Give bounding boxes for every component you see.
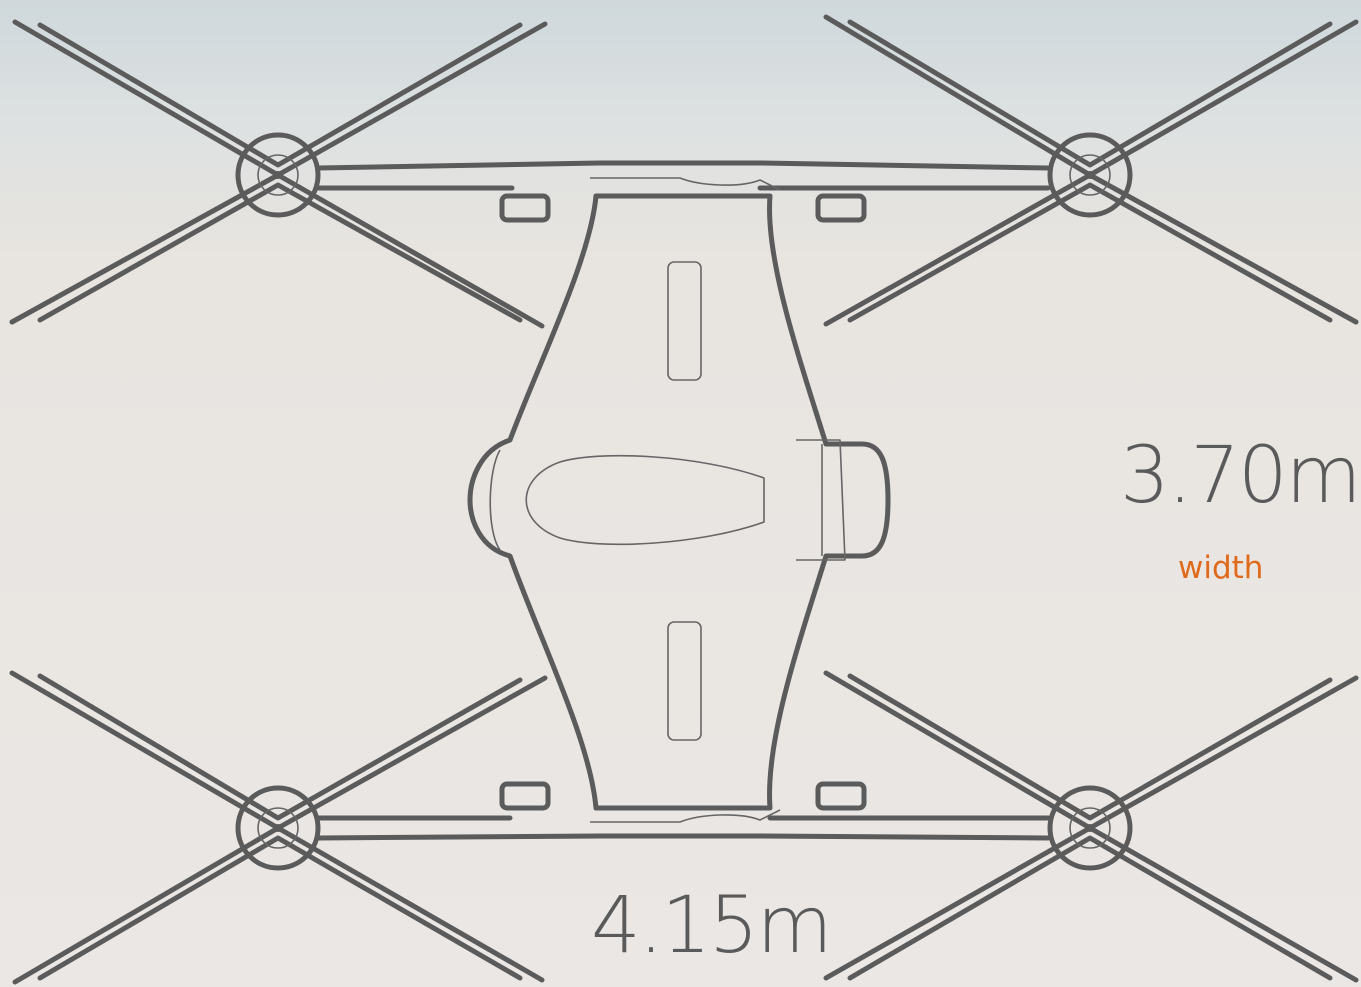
wing-window-bottom: [667, 621, 702, 741]
rotor-bottom-left: [9, 670, 548, 985]
mount-bracket-br: [815, 781, 867, 811]
hub-icon: [274, 824, 282, 832]
hub-icon: [274, 171, 282, 179]
boom-top: [315, 160, 1051, 191]
airframe-body: [467, 177, 891, 823]
width-dimension-value: 3.70m: [1120, 431, 1361, 521]
mount-bracket-tl: [499, 193, 551, 223]
width-dimension-caption: width: [1178, 550, 1264, 586]
rotor-bottom-right: [823, 670, 1359, 983]
rotor-top-right: [823, 14, 1359, 327]
wing-window-top: [667, 261, 702, 381]
mount-bracket-tr: [815, 193, 867, 223]
hub-icon: [1086, 824, 1094, 832]
mount-bracket-bl: [499, 781, 551, 811]
rotor-top-left: [9, 19, 548, 329]
boom-bottom: [315, 815, 1051, 841]
hub-icon: [1086, 171, 1094, 179]
length-dimension-value: 4.15m: [591, 881, 833, 971]
cockpit-canopy: [525, 454, 765, 546]
